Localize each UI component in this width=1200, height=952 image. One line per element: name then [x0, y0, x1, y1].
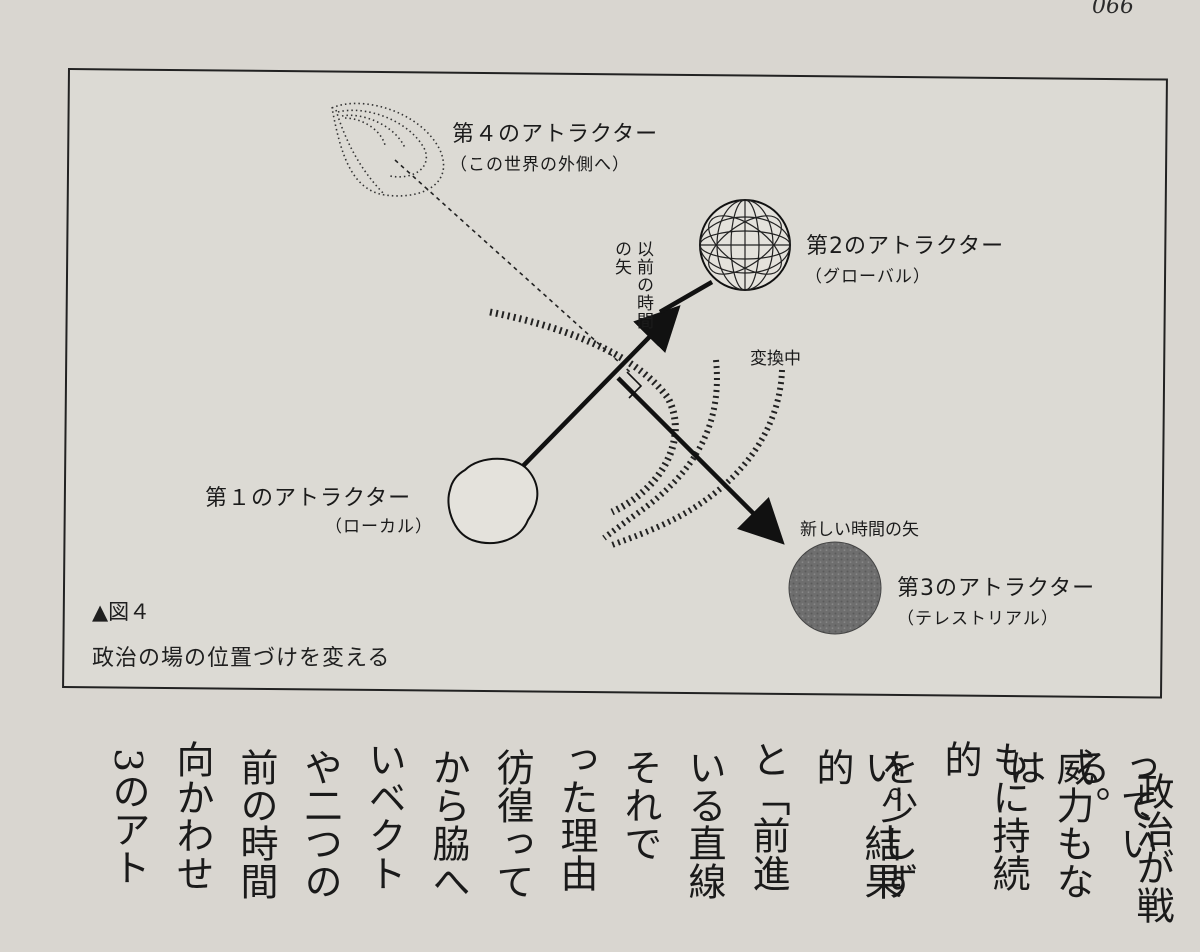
transforming-arcs	[489, 308, 785, 548]
body-text-column: それで	[618, 748, 662, 862]
attractor4-shape	[331, 102, 445, 197]
body-text-column: いベクト	[362, 740, 406, 892]
body-text-column: を少しず	[874, 748, 918, 900]
body-text-column: いる直線	[682, 748, 726, 900]
body-text-column: や二つの	[298, 748, 342, 900]
attractor3-sublabel: （テレストリアル）	[897, 609, 1059, 629]
body-text-column: 政治が戦	[1130, 772, 1174, 924]
body-text-column: と「前進	[746, 740, 790, 892]
body-text-column: っている。	[1066, 748, 1158, 862]
body-text-column: 前の時間	[234, 748, 278, 900]
attractor2-label: 第2のアトラクター	[806, 234, 1005, 259]
attractor2-shape	[699, 199, 791, 291]
attractor1-label: 第１のアトラクター	[205, 486, 412, 511]
attractor4-path	[394, 159, 631, 373]
new-time-arrow-label: 新しい時間の矢	[800, 520, 919, 540]
body-text-column: 威力もなは	[1002, 748, 1094, 900]
page-number: 066	[1092, 0, 1134, 19]
old-time-arrow-label: 以前の時間の矢	[611, 240, 653, 330]
body-text-column: もに持続的	[938, 740, 1030, 892]
attractor1-shape	[447, 457, 539, 545]
old-time-arrow	[520, 305, 681, 469]
body-text-column: 向かわせ	[170, 740, 214, 892]
attractor1-sublabel: （ローカル）	[325, 517, 433, 537]
body-text-column: い。結果的	[810, 748, 902, 900]
transforming-label: 変換中	[750, 349, 801, 369]
new-time-arrow	[616, 376, 785, 545]
body-text-column: 3のアト	[106, 748, 150, 887]
attractor4-label: 第４のアトラクター	[452, 122, 659, 147]
attractor2-sublabel: （グローバル）	[805, 267, 931, 287]
figure-caption: 政治の場の位置づけを変える	[92, 646, 391, 671]
attractor-diagram	[331, 102, 882, 635]
right-angle-marker	[626, 371, 643, 399]
body-text-column: 彷徨って	[490, 748, 534, 900]
attractor3-shape	[788, 541, 882, 635]
attractor3-label: 第3のアトラクター	[897, 576, 1096, 601]
figure-number: ▲図４	[92, 600, 151, 624]
body-text-column: った理由	[554, 740, 598, 892]
old-time-arrow-tail	[658, 280, 714, 314]
body-text-column: から脇へ	[426, 748, 470, 900]
attractor4-sublabel: （この世界の外側へ）	[450, 155, 630, 175]
